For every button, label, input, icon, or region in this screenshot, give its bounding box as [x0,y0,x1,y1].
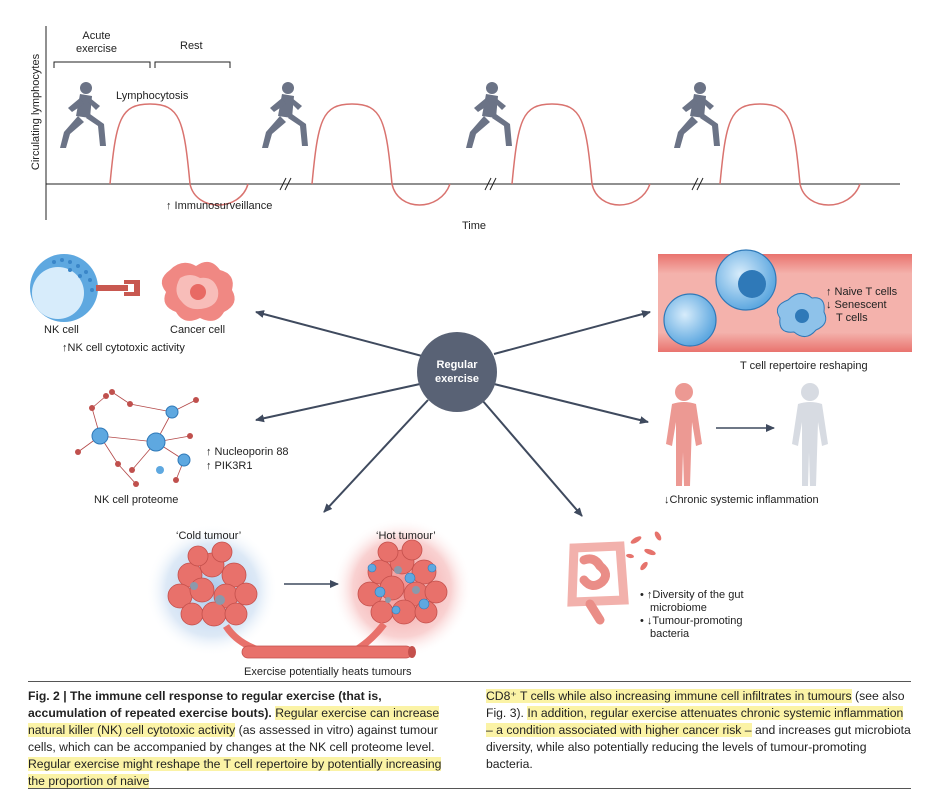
nk-cell-label: NK cell [44,324,79,336]
caption-top-rule [28,681,911,682]
lymphocyte-curve [109,103,861,206]
caption-highlight-2: Regular exercise might reshape the T cel… [28,757,442,788]
arrow-to-inflammation [493,383,649,424]
runner-icon [674,82,720,148]
phase-brackets [53,61,231,68]
hub-label: Regular exercise [417,358,497,386]
caption-right-column: CD8⁺ T cells while also increasing immun… [486,688,911,773]
gut-item-1: • ↑Diversity of the gut [640,589,744,601]
arrow-to-tumour [323,399,429,513]
nk-cell-illustration [30,254,140,322]
proteome-network [75,389,199,487]
tcell-marker-3: T cells [836,312,868,324]
hub-label-line1: Regular [436,359,478,371]
caption-title: The immune cell response to regular exer… [28,689,382,720]
lymphocyte-timeline [45,26,900,220]
bacteria-icons [626,531,662,571]
tcell-vessel-illustration [658,249,912,352]
cancer-cell-label: Cancer cell [170,324,226,336]
cold-tumour-label: ‘Cold tumour’ [176,530,242,542]
caption-highlight-3: CD8⁺ T cells while also increasing immun… [486,689,852,703]
rest-label: Rest [180,40,203,52]
nk-activity-label: ↑NK cell cytotoxic activity [62,342,185,354]
gut-item-2: • ↓Tumour-promoting [640,615,743,627]
runner-icon [466,82,512,148]
regular-exercise-hub [417,332,497,412]
runner-icon [60,82,106,148]
runner-icon [262,82,308,148]
inflamed-body-figure [666,383,702,486]
x-axis-label: Time [462,220,487,232]
heat-tumour-label: Exercise potentially heats tumours [244,666,412,678]
cold-tumour-illustration [146,524,278,656]
proteome-marker-2: ↑ PIK3R1 [206,460,253,472]
arrow-to-proteome [255,383,421,423]
inflammation-label: ↓Chronic systemic inflammation [664,494,819,506]
caption-bottom-rule [28,788,911,789]
blood-vessel-tube [241,645,416,659]
arrow-to-nk-cell [255,310,423,357]
caption-text-3: and increases gut microbiota diversity, … [486,723,911,771]
axis-break-marks [279,177,704,191]
acute-exercise-label-line1: Acute [82,30,111,42]
lymphocytosis-label: Lymphocytosis [116,90,189,102]
y-axis-label: Circulating lymphocytes [30,53,42,171]
hot-tumour-illustration [332,518,472,658]
figure-illustration [30,26,912,659]
tcell-marker-2: ↓ Senescent [826,299,887,311]
caption-left-column: Fig. 2 | The immune cell response to reg… [28,688,456,790]
figure-number: Fig. 2 | [28,689,71,703]
cancer-cell-illustration [161,261,235,321]
gut-illustration [567,541,629,625]
gut-item-2-cont: bacteria [650,628,690,640]
acute-exercise-label: Acute exercise [76,30,117,56]
arrow-to-gut [481,399,583,517]
immunosurveillance-label: ↑ Immunosurveillance [166,200,273,212]
proteome-title: NK cell proteome [94,494,179,506]
hot-tumour-label: ‘Hot tumour’ [376,530,436,542]
proteome-marker-1: ↑ Nucleoporin 88 [206,446,289,458]
caption-text-2: (see also Fig. 3). [486,689,905,720]
gut-item-1-cont: microbiome [650,602,707,614]
acute-exercise-label-line2: exercise [76,43,117,55]
caption-text-1: (as assessed in vitro) against tumour ce… [28,723,438,754]
hub-label-line2: exercise [434,373,480,385]
arrow-to-tcell [493,310,651,355]
tcell-marker-1: ↑ Naive T cells [826,286,898,298]
healthy-body-figure [792,383,828,486]
tcell-title: T cell repertoire reshaping [740,360,868,372]
hub-arrows [255,310,651,517]
